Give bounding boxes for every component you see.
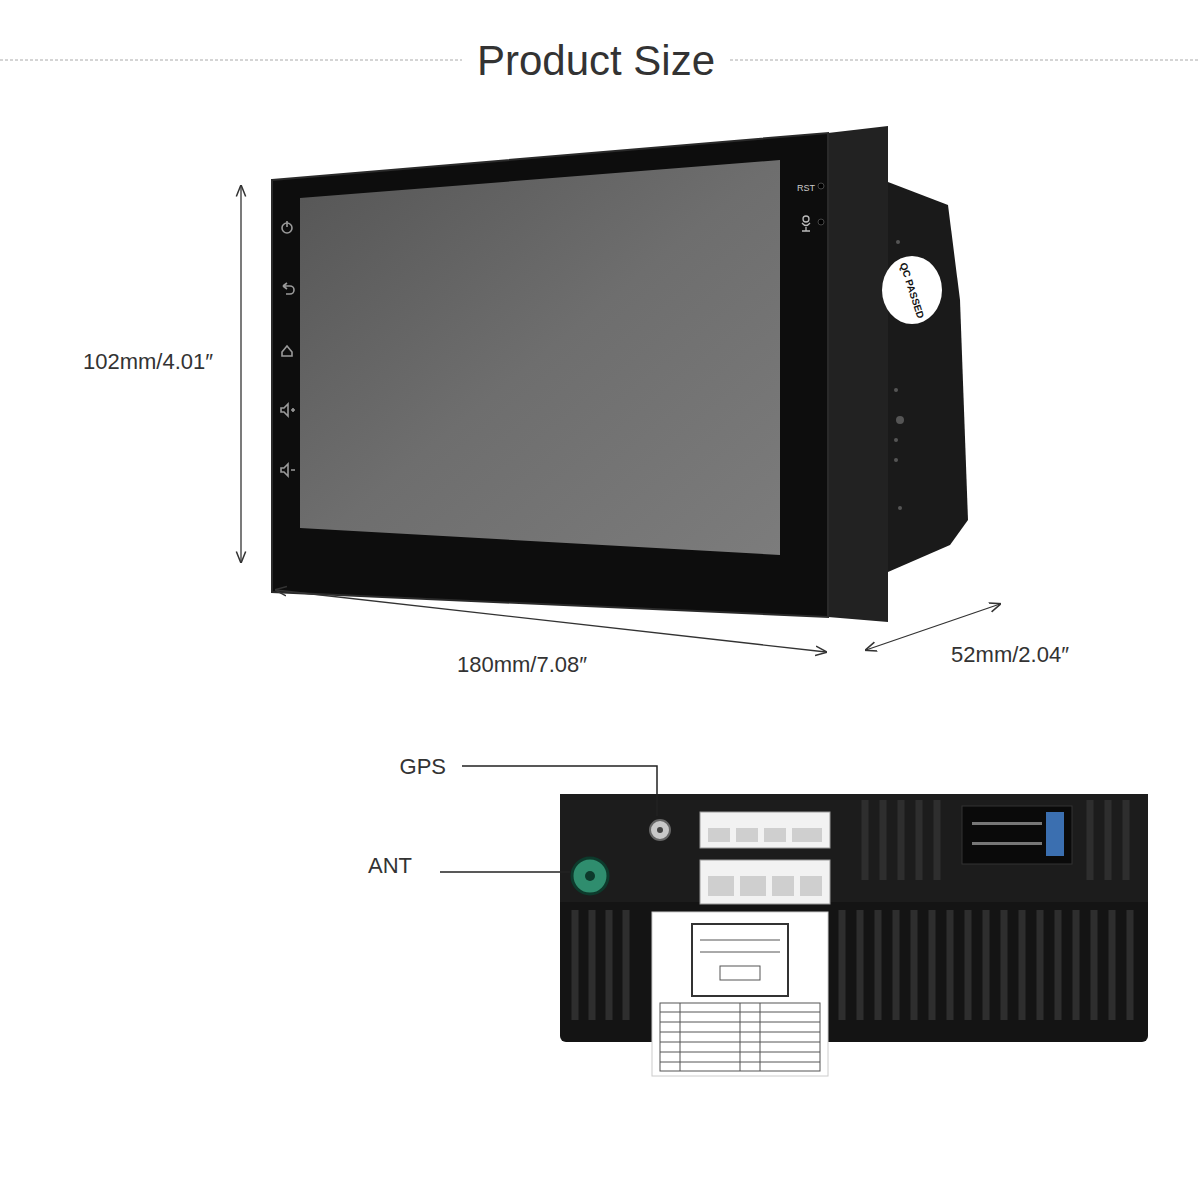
title-rule: [0, 60, 462, 61]
page-title: Product Size: [477, 38, 715, 84]
leader-line: [462, 766, 657, 816]
qc-sticker-text: QC PASSED: [898, 261, 926, 320]
dimension-label: 102mm/4.01″: [83, 350, 213, 374]
callout-label: GPS: [400, 755, 446, 779]
title-rule: [730, 60, 1200, 61]
dimension-label: 180mm/7.08″: [457, 653, 587, 677]
callout-label: ANT: [368, 854, 412, 878]
dimension-arrow: [276, 590, 826, 652]
head-unit-front: [272, 126, 968, 622]
dimension-arrow: [240, 186, 241, 562]
leader-line: [440, 871, 570, 873]
head-unit-rear: [560, 794, 1148, 1076]
button-label: RST: [797, 184, 815, 194]
dimension-label: 52mm/2.04″: [951, 643, 1069, 667]
